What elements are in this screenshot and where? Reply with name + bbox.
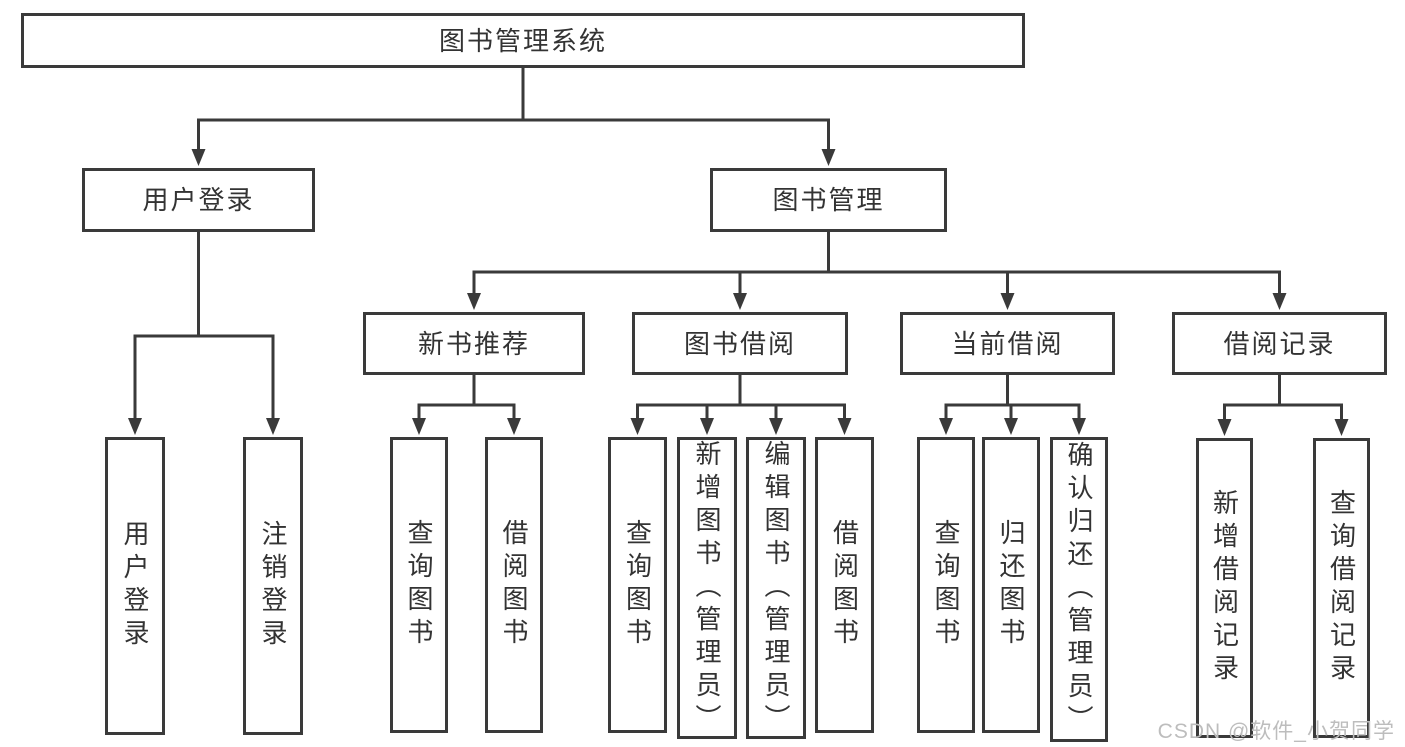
node-book-borrowing-label: 图书借阅 (683, 328, 796, 359)
leaf-add-books-admin-label: 新增图书（管理员） (692, 440, 722, 737)
csdn-watermark: CSDN @软件_小贺同学 (1157, 720, 1395, 743)
leaf-logout: 注销登录 (243, 437, 303, 735)
node-user-login: 用户登录 (82, 168, 315, 232)
leaf-current-query-books-label: 查询图书 (931, 519, 961, 651)
leaf-current-query-books: 查询图书 (917, 437, 975, 733)
leaf-recommend-borrow-books-label: 借阅图书 (499, 519, 529, 651)
leaf-recommend-query-books: 查询图书 (390, 437, 448, 733)
node-current-borrowing-label: 当前借阅 (951, 328, 1064, 359)
leaf-confirm-return-admin: 确认归还（管理员） (1050, 437, 1108, 742)
leaf-query-borrow-record-label: 查询借阅记录 (1326, 489, 1357, 687)
node-borrowing-records: 借阅记录 (1172, 312, 1387, 375)
leaf-recommend-query-books-label: 查询图书 (404, 519, 434, 651)
leaf-add-borrow-record: 新增借阅记录 (1196, 438, 1253, 738)
leaf-borrowing-query-books: 查询图书 (608, 437, 667, 733)
leaf-edit-books-admin-label: 编辑图书（管理员） (761, 440, 791, 737)
node-user-login-label: 用户登录 (142, 185, 255, 215)
leaf-add-books-admin: 新增图书（管理员） (677, 437, 737, 739)
node-current-borrowing: 当前借阅 (900, 312, 1115, 375)
leaf-add-borrow-record-label: 新增借阅记录 (1209, 489, 1240, 687)
leaf-confirm-return-admin-label: 确认归还（管理员） (1064, 441, 1094, 738)
leaf-user-login: 用户登录 (105, 437, 165, 735)
leaf-return-books: 归还图书 (982, 437, 1040, 733)
leaf-borrowing-borrow-books: 借阅图书 (815, 437, 874, 733)
node-new-book-recommend-label: 新书推荐 (417, 328, 530, 359)
node-root-label: 图书管理系统 (438, 25, 607, 56)
node-book-management: 图书管理 (710, 168, 947, 232)
leaf-borrowing-query-books-label: 查询图书 (622, 519, 653, 651)
node-root: 图书管理系统 (21, 13, 1025, 68)
leaf-borrowing-borrow-books-label: 借阅图书 (829, 519, 860, 651)
leaf-recommend-borrow-books: 借阅图书 (485, 437, 543, 733)
node-borrowing-records-label: 借阅记录 (1223, 328, 1336, 359)
leaf-user-login-label: 用户登录 (120, 520, 150, 652)
leaf-return-books-label: 归还图书 (996, 519, 1026, 651)
leaf-logout-label: 注销登录 (258, 520, 288, 652)
node-book-borrowing: 图书借阅 (632, 312, 848, 375)
node-book-management-label: 图书管理 (772, 185, 885, 215)
node-new-book-recommend: 新书推荐 (363, 312, 585, 375)
leaf-query-borrow-record: 查询借阅记录 (1313, 438, 1370, 738)
leaf-edit-books-admin: 编辑图书（管理员） (746, 437, 806, 739)
